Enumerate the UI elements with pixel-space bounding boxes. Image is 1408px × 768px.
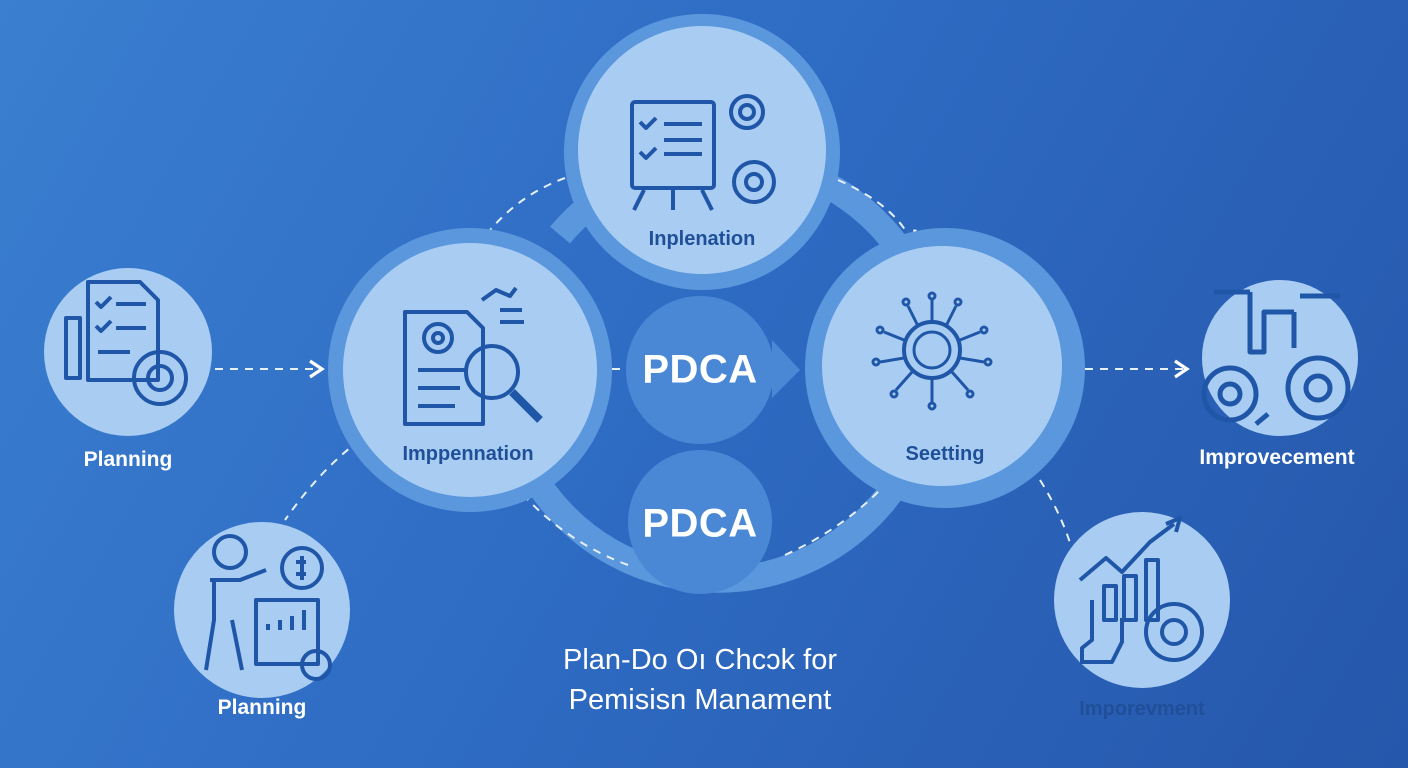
node-far-left-label: Planning [83,448,173,471]
pdca-blob-top [626,296,774,444]
chart-hand-gear-icon [1078,516,1204,664]
pdca-center [626,296,800,594]
node-far-left [44,268,212,436]
connector-setting-to-improvement-2 [1039,479,1076,561]
node-bottom-right [1054,512,1230,688]
node-far-right-label: Improvecement [1199,446,1355,469]
node-left [328,228,612,512]
pdca-label-top: PDCA [642,347,758,392]
node-bottom-left-label: Planning [217,696,307,719]
pdca-blob-top-point [772,340,800,398]
node-top [564,14,840,290]
gear-icon [729,94,776,204]
diagram-title-line2: Pemisisn Manament [568,684,832,716]
node-far-right [1201,280,1358,436]
checklist-gear-icon [64,280,188,406]
diagram-title: Plan-Do Oı Chcɔk for Pemisisn Manament [563,640,837,720]
pdca-blob-bottom [628,450,772,594]
arrows-gears-icon [1201,289,1351,426]
pdca-label-bottom: PDCA [642,501,758,546]
checklist-board-icon [630,100,716,211]
node-top-label: Inplenation [648,228,756,250]
diagram-title-line1: Plan-Do Oı Chcɔk for [563,644,837,676]
node-bottom-right-label: Imporevment [1079,698,1205,720]
document-magnifier-icon [403,286,543,426]
circuit-icon [871,291,993,411]
person-dashboard-icon [204,534,332,681]
node-right [805,228,1085,508]
node-right-label: Seetting [905,443,985,465]
node-bottom-left [174,522,350,698]
node-left-label: Imppennation [402,443,534,465]
connector-impl-to-planning [284,439,361,521]
